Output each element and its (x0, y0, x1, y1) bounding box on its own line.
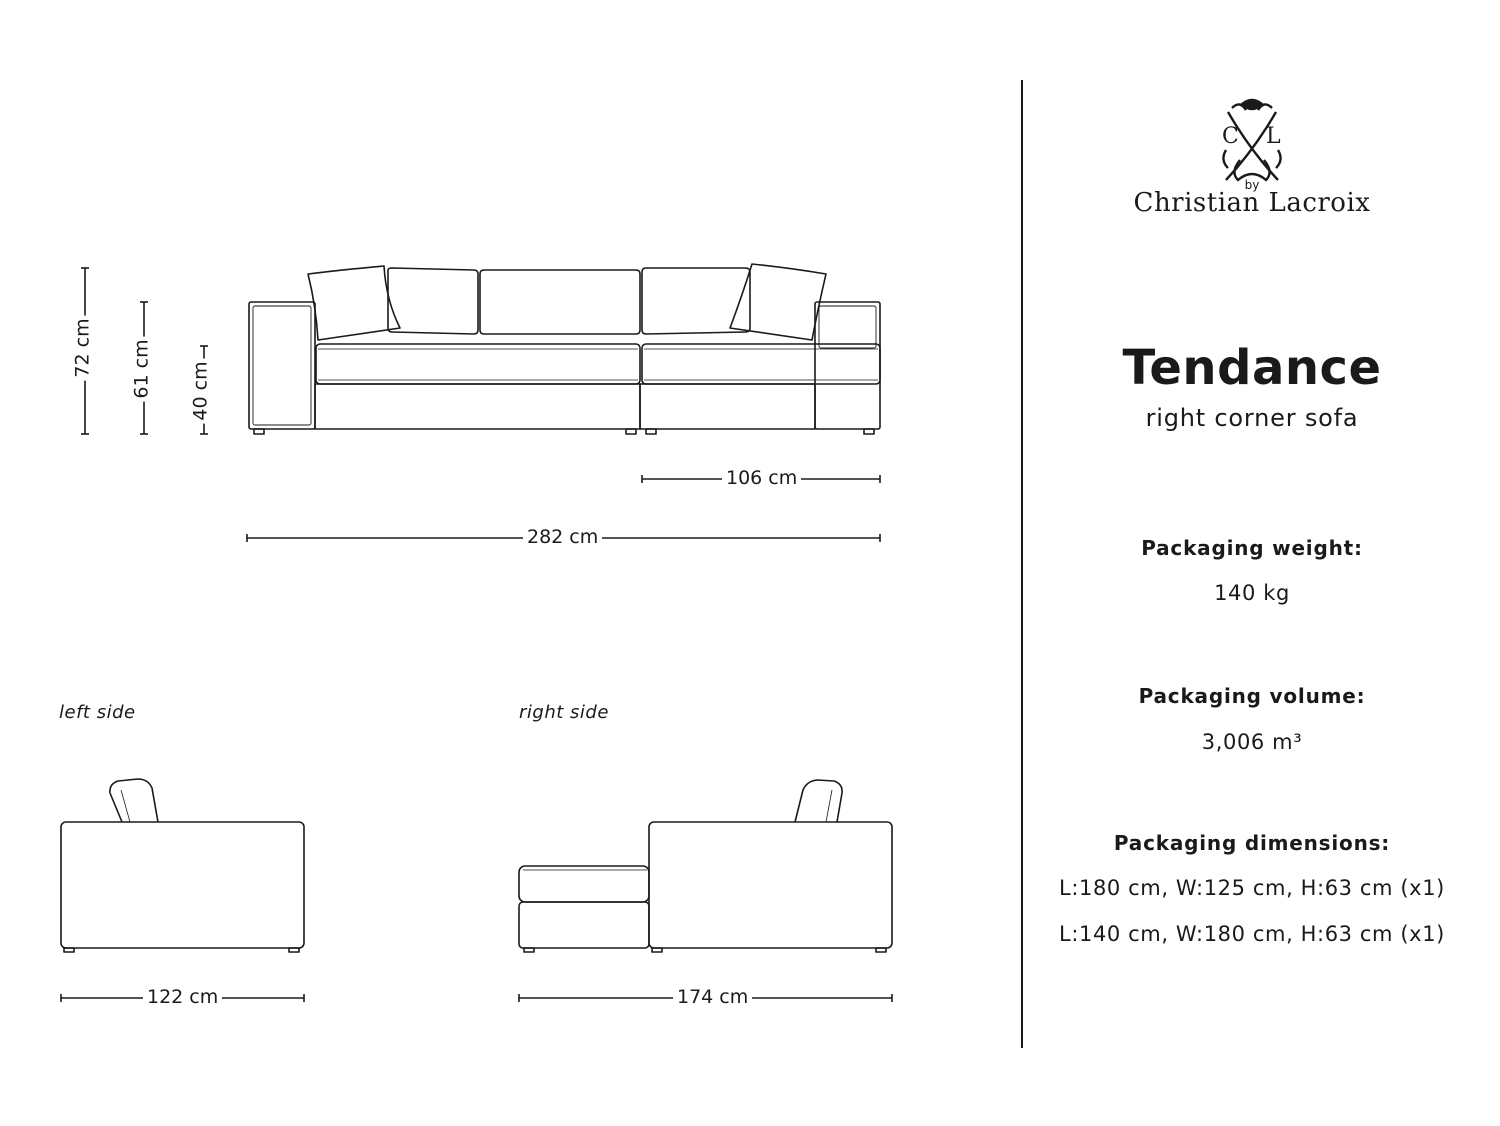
total-width-label: 282 cm (523, 526, 603, 548)
height-40-label: 40 cm (189, 358, 212, 424)
packaging-dimensions-heading: Packaging dimensions: (1113, 831, 1391, 855)
brand-monogram-logo (1222, 98, 1282, 182)
packaging-volume-value: 3,006 m³ (1201, 730, 1303, 754)
height-61-label: 61 cm (130, 336, 153, 402)
packaging-weight-heading: Packaging weight: (1141, 536, 1363, 560)
front-view-sofa (248, 263, 881, 435)
packaging-volume-heading: Packaging volume: (1138, 684, 1366, 708)
right-side-caption: right side (519, 702, 609, 723)
packaging-weight-value: 140 kg (1214, 581, 1290, 605)
product-info-panel: by Christian Lacroix Tendance right corn… (1022, 0, 1500, 1126)
dimension-lines (60, 267, 893, 1002)
right-depth-label: 174 cm (673, 986, 753, 1008)
left-side-sofa (60, 778, 305, 953)
product-title: Tendance (1122, 340, 1382, 396)
monogram-c: C (1222, 124, 1239, 149)
product-subtitle: right corner sofa (1145, 404, 1359, 432)
brand-name: Christian Lacroix (1133, 188, 1371, 218)
right-side-sofa (518, 779, 893, 953)
height-72-label: 72 cm (71, 315, 94, 381)
left-side-caption: left side (59, 702, 136, 723)
packaging-dimension-line-1: L:180 cm, W:125 cm, H:63 cm (x1) (1059, 876, 1445, 900)
packaging-dimension-line-2: L:140 cm, W:180 cm, H:63 cm (x1) (1059, 922, 1445, 946)
brand-by: by (1244, 178, 1260, 192)
chaise-width-label: 106 cm (722, 467, 802, 489)
monogram-l: L (1266, 124, 1281, 149)
left-depth-label: 122 cm (143, 986, 223, 1008)
